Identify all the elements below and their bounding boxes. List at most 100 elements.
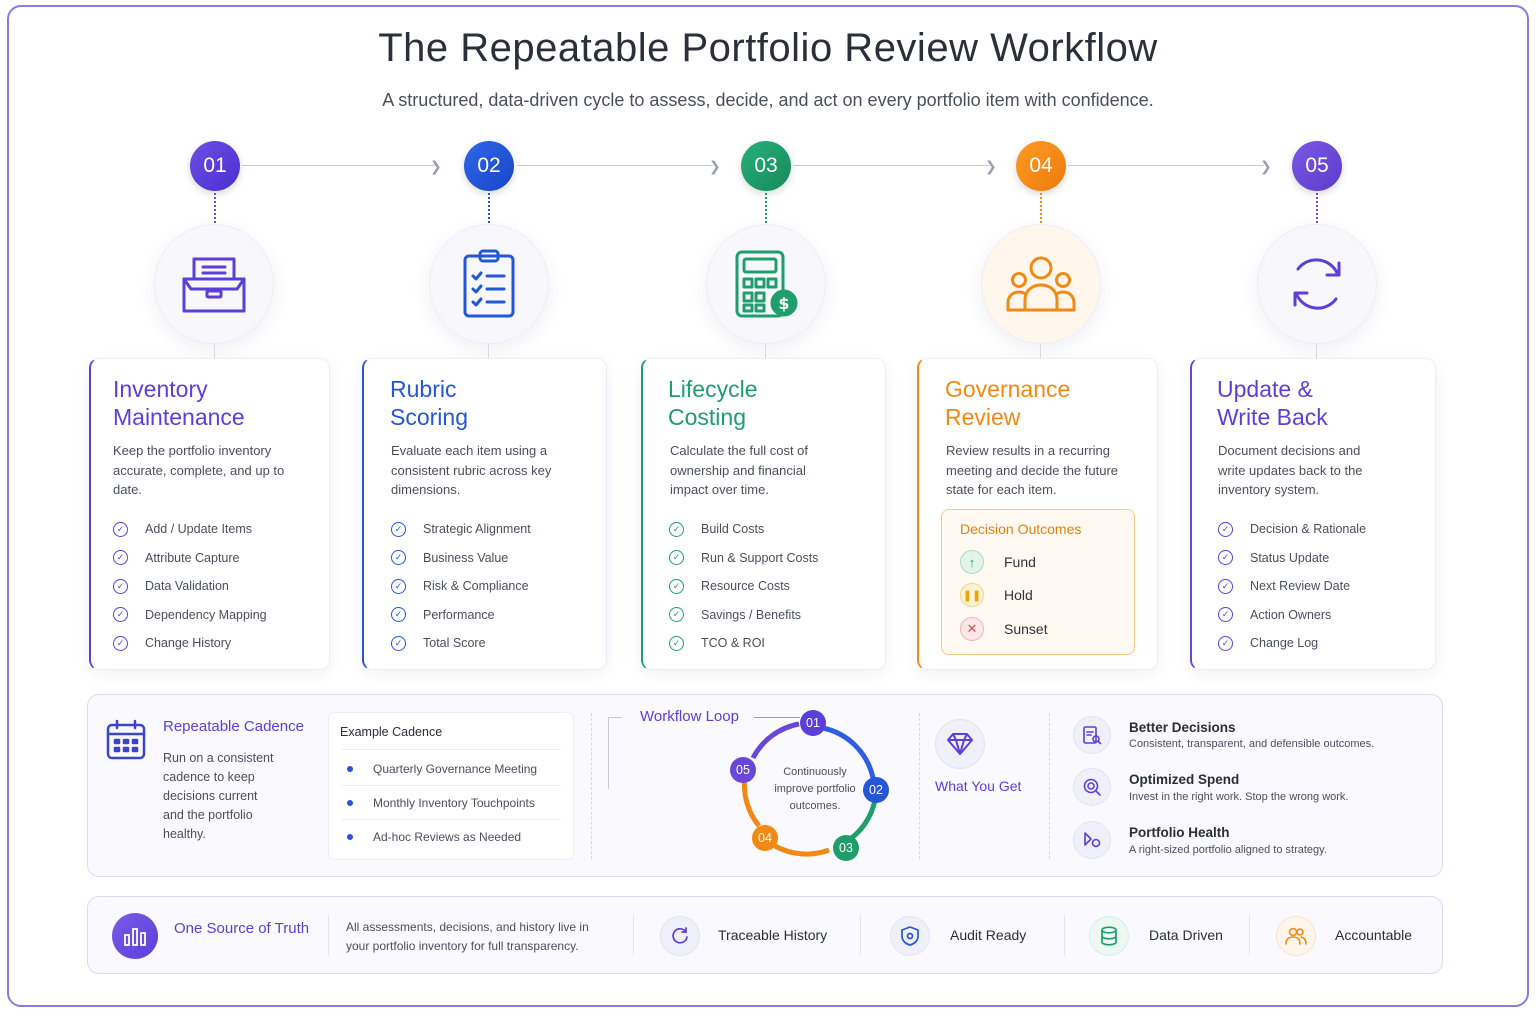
- connector-2-3: [517, 165, 713, 166]
- loop-arc-4-5: [741, 775, 761, 828]
- history-icon: [672, 927, 688, 944]
- check-circle-icon: ✓: [1218, 578, 1233, 594]
- outcome-fund: ↑Fund: [960, 549, 1036, 575]
- decision-outcomes-box: Decision Outcomes ↑Fund ❚❚Hold ✕Sunset: [941, 509, 1135, 655]
- loop-node-02: [863, 777, 889, 803]
- page-subtitle: A structured, data-driven cycle to asses…: [382, 90, 1154, 110]
- outcome-sunset: ✕Sunset: [960, 616, 1048, 642]
- list-item: ✓Run & Support Costs: [669, 544, 818, 573]
- step-number-01: 01: [190, 141, 240, 191]
- truth-desc: All assessments, decisions, and history …: [346, 920, 589, 953]
- page-title: The Repeatable Portfolio Review Workflow: [378, 26, 1158, 70]
- step-card-update-write-back: Update &Write Back Document decisions an…: [1190, 358, 1436, 670]
- benefit-icon-circle: [1073, 821, 1111, 859]
- list-item: ✓Dependency Mapping: [113, 601, 267, 630]
- loop-node-label-01: 01: [806, 716, 820, 730]
- benefit-desc-1: Consistent, transparent, and defensible …: [1129, 738, 1375, 750]
- benefit-icon-circle: [1073, 716, 1111, 754]
- list-item: ✓Next Review Date: [1218, 572, 1366, 601]
- benefit-desc-3: A right-sized portfolio aligned to strat…: [1129, 844, 1327, 856]
- step-items-01: ✓Add / Update Items ✓Attribute Capture ✓…: [113, 515, 267, 658]
- sync-arrows-icon: [1293, 258, 1341, 310]
- badge-accountable: Accountable: [1335, 927, 1413, 943]
- list-item: ✓Resource Costs: [669, 572, 818, 601]
- loop-arc-3-4: [773, 843, 830, 857]
- list-item: ✓Add / Update Items: [113, 515, 267, 544]
- people-icon: [1285, 927, 1307, 945]
- step-vline-02: [488, 344, 489, 358]
- check-circle-icon: ✓: [669, 607, 684, 623]
- clipboard-checklist-icon: [463, 249, 515, 318]
- loop-line: [754, 717, 800, 718]
- check-circle-icon: ✓: [669, 550, 684, 566]
- history-icon-circle: [660, 916, 700, 956]
- loop-arc-5-1: [750, 721, 800, 760]
- loop-node-04: [752, 825, 778, 851]
- workflow-loop-title: Workflow Loop: [640, 708, 739, 725]
- step-icon-circle-02: [429, 224, 549, 344]
- divider: [633, 915, 634, 955]
- list-item: ✓Data Validation: [113, 572, 267, 601]
- check-circle-icon: ✓: [391, 578, 406, 594]
- step-icon-circle-01: [154, 224, 274, 344]
- step-number-04: 04: [1016, 141, 1066, 191]
- divider: [341, 749, 561, 750]
- divider: [591, 713, 592, 859]
- loop-bracket: [608, 717, 622, 789]
- list-item: ✓Savings / Benefits: [669, 601, 818, 630]
- check-circle-icon: ✓: [391, 521, 406, 537]
- divider: [1249, 915, 1250, 955]
- loop-node-label-05: 05: [736, 763, 750, 777]
- check-circle-icon: ✓: [669, 635, 684, 651]
- people-icon-circle: [1276, 916, 1316, 956]
- loop-node-03: [833, 835, 859, 861]
- what-you-get-title: What You Get: [935, 778, 1022, 794]
- step-icon-circle-05: [1257, 224, 1377, 344]
- health-shapes-icon: [1084, 832, 1101, 848]
- check-circle-icon: ✓: [391, 635, 406, 651]
- list-item: ✓Change History: [113, 629, 267, 658]
- cadence-desc: Run on a consistent cadence to keep deci…: [163, 751, 274, 841]
- check-circle-icon: ✓: [113, 635, 128, 651]
- shield-icon: [901, 926, 919, 946]
- step-desc-04: Review results in a recurring meeting an…: [946, 443, 1119, 497]
- truth-title: One Source of Truth: [174, 920, 310, 937]
- list-item: Quarterly Governance Meeting: [341, 752, 561, 786]
- benefit-title-3: Portfolio Health: [1129, 825, 1230, 840]
- cadence-title: Repeatable Cadence: [163, 718, 304, 735]
- loop-node-05: [730, 757, 756, 783]
- list-item: ✓Total Score: [391, 629, 531, 658]
- list-item: Ad-hoc Reviews as Needed: [341, 820, 561, 854]
- check-circle-icon: ✓: [1218, 607, 1233, 623]
- arrow-4-5: ❯: [1260, 158, 1272, 174]
- step-desc-05: Document decisions and write updates bac…: [1218, 443, 1363, 497]
- list-item: ✓TCO & ROI: [669, 629, 818, 658]
- decision-outcomes-title: Decision Outcomes: [960, 521, 1082, 537]
- check-circle-icon: ✓: [1218, 521, 1233, 537]
- bullet-dot: [347, 799, 353, 806]
- check-circle-icon: ✓: [391, 607, 406, 623]
- check-circle-icon: ✓: [669, 578, 684, 594]
- loop-node-01: [800, 710, 826, 736]
- benefit-title-1: Better Decisions: [1129, 720, 1236, 735]
- source-of-truth-bar: One Source of Truth All assessments, dec…: [87, 896, 1443, 974]
- bar-chart-icon-circle: [112, 913, 158, 959]
- check-circle-icon: ✓: [113, 607, 128, 623]
- check-circle-icon: ✓: [113, 550, 128, 566]
- list-item: ✓Performance: [391, 601, 531, 630]
- arrow-3-4: ❯: [985, 158, 997, 174]
- list-item: ✓Strategic Alignment: [391, 515, 531, 544]
- loop-arc-1-2: [822, 725, 876, 779]
- database-icon-circle: [1089, 916, 1129, 956]
- arrow-up-icon: ↑: [960, 550, 984, 574]
- step-items-03: ✓Build Costs ✓Run & Support Costs ✓Resou…: [669, 515, 818, 658]
- list-item: ✓Change Log: [1218, 629, 1366, 658]
- step-vline-03: [765, 344, 766, 358]
- list-item: ✓Status Update: [1218, 544, 1366, 573]
- divider: [860, 915, 861, 955]
